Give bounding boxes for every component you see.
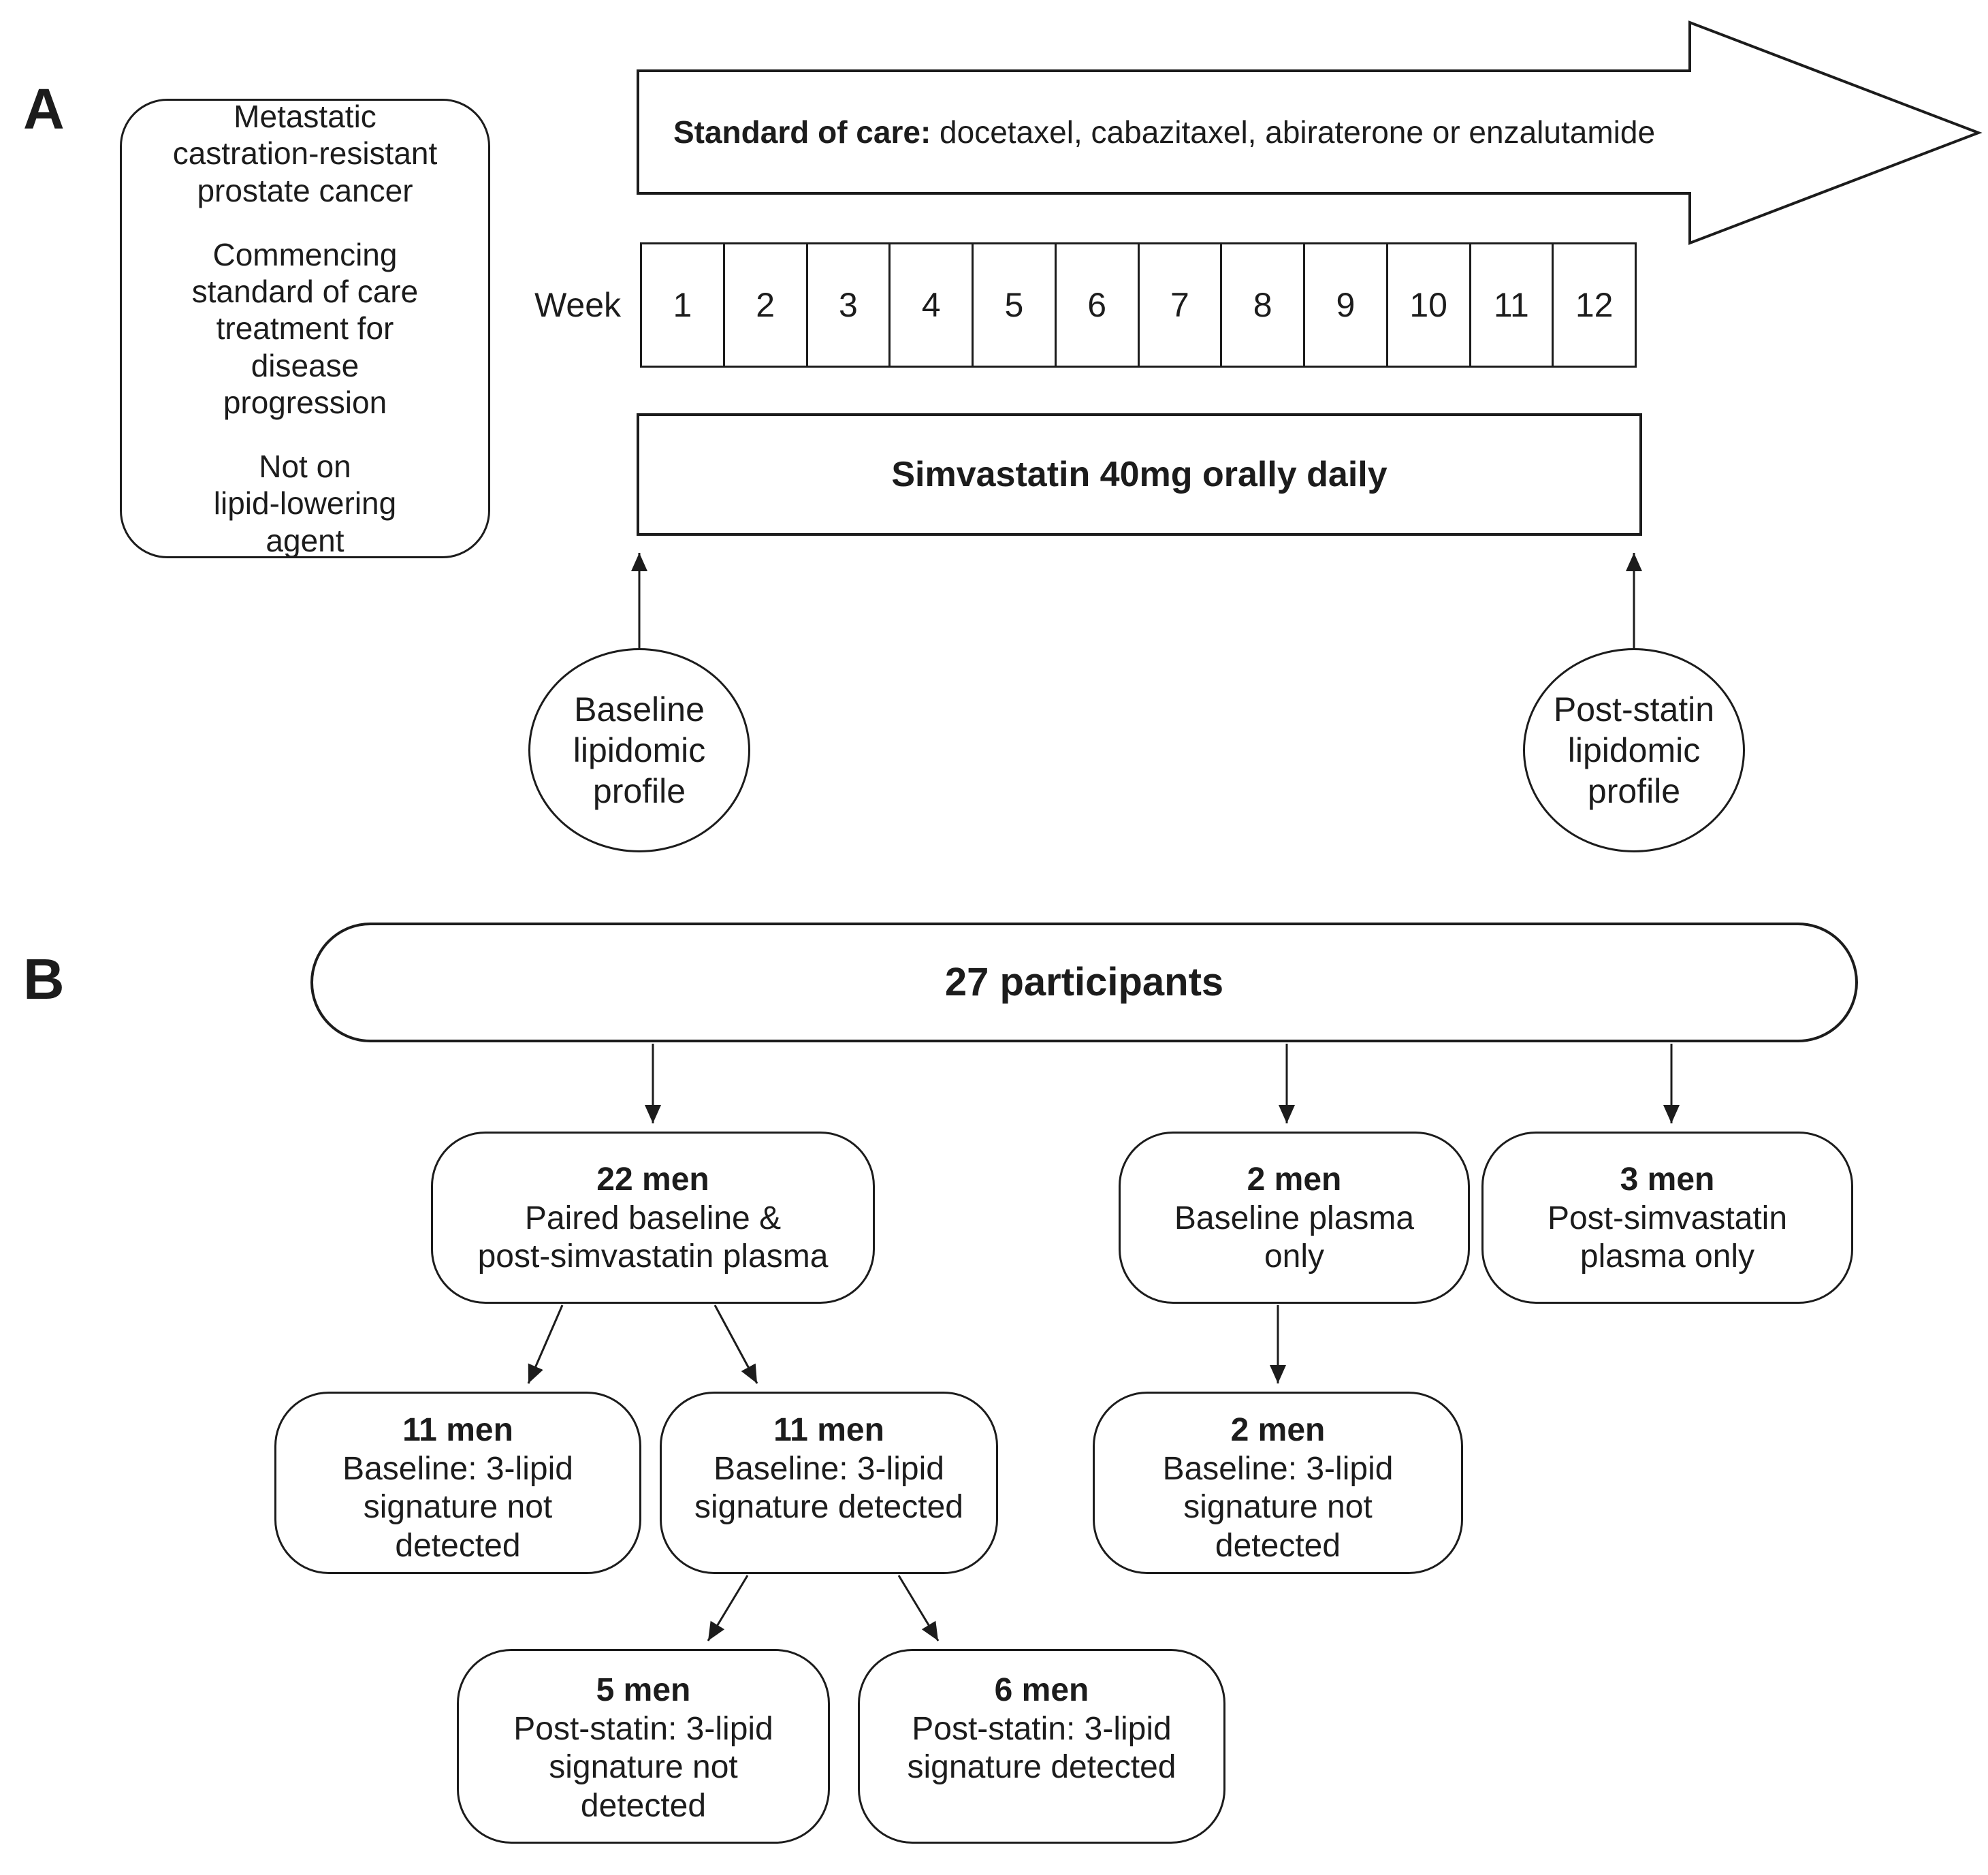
baseline-signature-detected-count: 11 men (773, 1412, 884, 1448)
week-cell-5: 5 (972, 244, 1055, 366)
post-statin-not-detected-count: 5 men (596, 1672, 691, 1708)
post-only-count: 3 men (1620, 1161, 1715, 1198)
post-only-box: 3 men Post-simvastatin plasma only (1481, 1132, 1853, 1304)
post-statin-not-detected-desc: Post-statin: 3-lipid signature not detec… (513, 1710, 773, 1824)
week-cell-6: 6 (1054, 244, 1138, 366)
post-only-desc: Post-simvastatin plasma only (1547, 1200, 1788, 1275)
simvastatin-bar: Simvastatin 40mg orally daily (637, 413, 1642, 536)
arrow-paired-to-detected (714, 1304, 758, 1384)
arrow-detected-to-post-not-detected (707, 1575, 749, 1641)
week-cell-7: 7 (1137, 244, 1221, 366)
baseline-lipidomic-circle: Baseline lipidomic profile (528, 648, 750, 852)
post-statin-detected-count: 6 men (994, 1672, 1089, 1708)
week-cell-1: 1 (673, 286, 692, 324)
post-statin-detected-desc: Post-statin: 3-lipid signature detected (907, 1710, 1176, 1786)
standard-of-care-arrow-text: Standard of care: docetaxel, cabazitaxel… (654, 71, 1675, 193)
eligibility-criteria-box: Metastatic castration-resistant prostate… (120, 99, 490, 558)
baseline-signature-detected-desc: Baseline: 3-lipid signature detected (694, 1450, 963, 1526)
baseline-signature-detected-box: 11 men Baseline: 3-lipid signature detec… (660, 1392, 998, 1574)
week-cell-8: 8 (1220, 244, 1303, 366)
arrow-paired-to-not-detected (527, 1304, 564, 1384)
post-statin-lipidomic-text: Post-statin lipidomic profile (1553, 690, 1715, 810)
eligibility-criterion-1: Metastatic castration-resistant prostate… (172, 99, 438, 208)
paired-plasma-desc: Paired baseline & post-simvastatin plasm… (477, 1200, 829, 1275)
week-cell-11: 11 (1469, 244, 1552, 366)
standard-of-care-label: Standard of care: (673, 114, 931, 150)
week-axis-label: Week (534, 286, 621, 324)
week-cell-3: 3 (805, 244, 889, 366)
post-statin-detected-box: 6 men Post-statin: 3-lipid signature det… (858, 1649, 1225, 1844)
eligibility-criterion-2: Commencing standard of care treatment fo… (191, 236, 419, 420)
week-cell-2: 2 (722, 244, 806, 366)
baseline-signature-not-detected-desc: Baseline: 3-lipid signature not detected (342, 1450, 573, 1564)
baseline-only-count: 2 men (1247, 1161, 1342, 1198)
paired-plasma-box: 22 men Paired baseline & post-simvastati… (431, 1132, 875, 1304)
baseline-signature-not-detected-box: 11 men Baseline: 3-lipid signature not d… (274, 1392, 641, 1574)
baseline-signature-not-detected-count: 11 men (402, 1412, 513, 1448)
week-timeline-strip: 1 2 3 4 5 6 7 8 9 10 11 12 (640, 242, 1637, 368)
baseline-only-signature-not-detected-box: 2 men Baseline: 3-lipid signature not de… (1093, 1392, 1463, 1574)
post-statin-lipidomic-circle: Post-statin lipidomic profile (1523, 648, 1745, 852)
baseline-only-desc: Baseline plasma only (1174, 1200, 1415, 1275)
baseline-only-signature-not-detected-desc: Baseline: 3-lipid signature not detected (1162, 1450, 1394, 1564)
standard-of-care-drugs: docetaxel, cabazitaxel, abiraterone or e… (931, 114, 1656, 150)
baseline-only-signature-not-detected-count: 2 men (1230, 1412, 1326, 1448)
baseline-lipidomic-text: Baseline lipidomic profile (573, 690, 706, 810)
standard-of-care-arrow-shape (637, 20, 1983, 245)
post-statin-not-detected-box: 5 men Post-statin: 3-lipid signature not… (457, 1649, 830, 1844)
eligibility-criterion-3: Not on lipid-lowering agent (213, 449, 397, 558)
week-cell-10: 10 (1385, 244, 1469, 366)
baseline-only-box: 2 men Baseline plasma only (1119, 1132, 1470, 1304)
paired-plasma-count: 22 men (596, 1161, 709, 1198)
arrow-detected-to-post-detected (897, 1575, 940, 1641)
week-cell-12: 12 (1552, 244, 1635, 366)
week-cell-9: 9 (1303, 244, 1386, 366)
panel-b-label: B (23, 947, 65, 1011)
week-cell-4: 4 (888, 244, 972, 366)
participants-root-box: 27 participants (310, 923, 1858, 1042)
panel-a-label: A (23, 77, 65, 141)
